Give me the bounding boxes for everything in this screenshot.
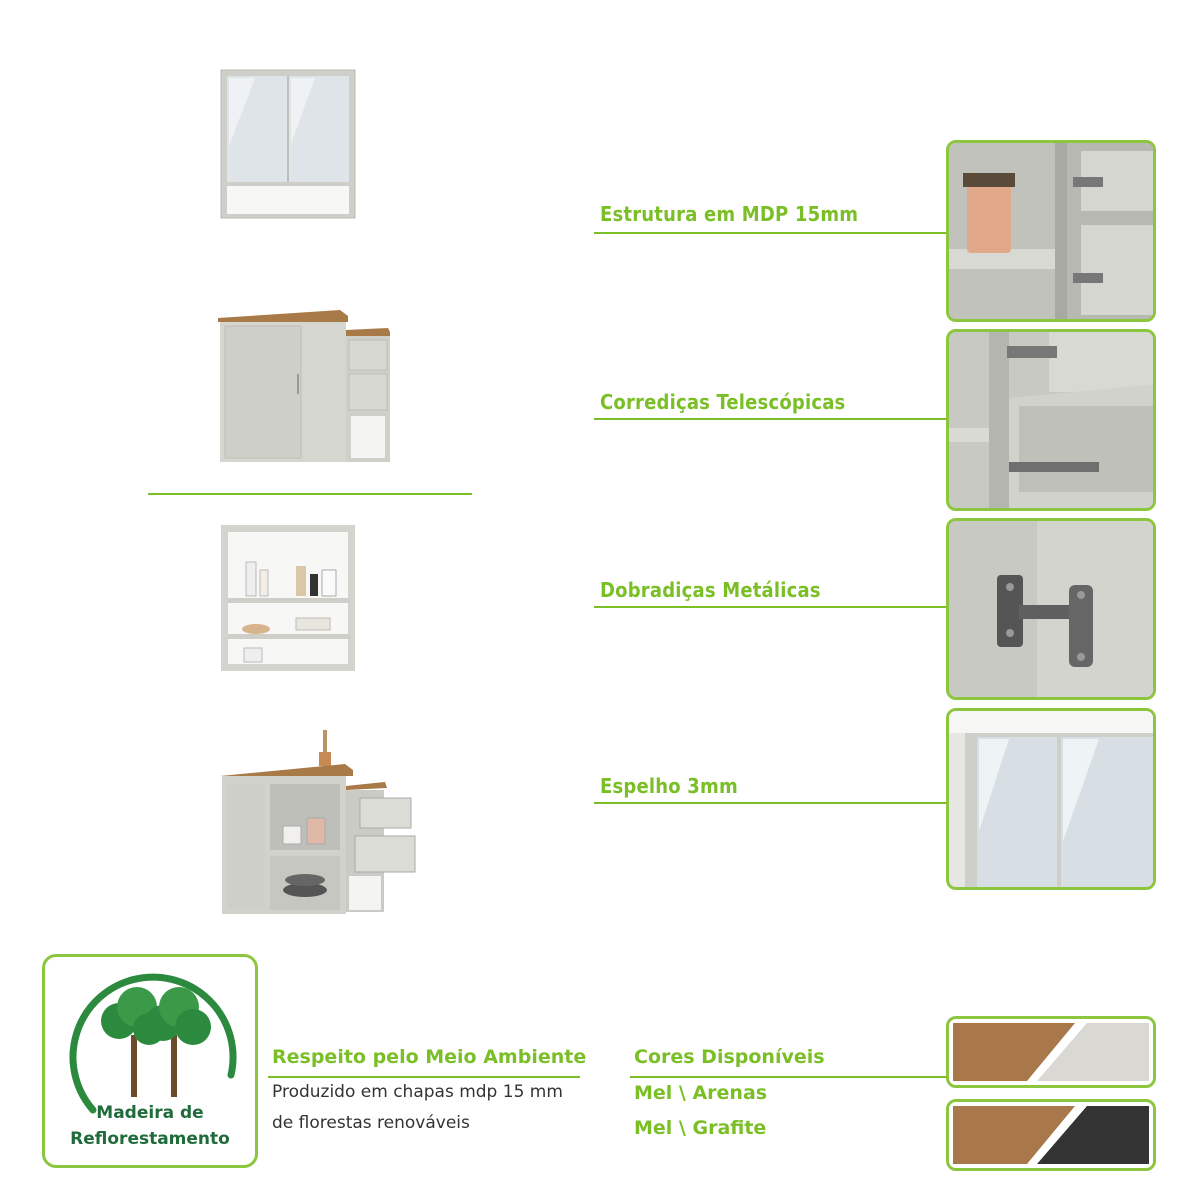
badge-line-1: Madeira de xyxy=(96,1103,204,1123)
feature-label-mdp: Estrutura em MDP 15mm xyxy=(600,202,859,226)
environment-line-2: de florestas renováveis xyxy=(272,1113,470,1133)
feature-line-slides xyxy=(594,418,948,420)
trees-icon xyxy=(69,973,237,1114)
swatch-mel-grafite xyxy=(946,1099,1156,1171)
detail-photo-mdp xyxy=(946,140,1156,322)
environment-line-1: Produzido em chapas mdp 15 mm xyxy=(272,1082,563,1102)
color-option-2: Mel \ Grafite xyxy=(634,1117,767,1139)
vanity-open-shelves-image xyxy=(220,730,416,914)
detail-photo-hinges xyxy=(946,518,1156,700)
feature-line-hinges xyxy=(594,606,948,608)
reforestation-badge: Madeira de Reflorestamento xyxy=(42,954,258,1168)
feature-line-mdp xyxy=(594,232,948,234)
swatch-mel-arenas xyxy=(946,1016,1156,1088)
colors-line xyxy=(630,1076,948,1078)
environment-title: Respeito pelo Meio Ambiente xyxy=(272,1046,587,1068)
detail-photo-slides xyxy=(946,329,1156,511)
color-option-1: Mel \ Arenas xyxy=(634,1082,768,1104)
left-divider-line xyxy=(148,493,472,495)
badge-line-2: Reflorestamento xyxy=(70,1129,230,1149)
colors-title: Cores Disponíveis xyxy=(634,1046,825,1068)
environment-line xyxy=(268,1076,580,1078)
detail-photo-mirror xyxy=(946,708,1156,890)
feature-label-slides: Corrediças Telescópicas xyxy=(600,390,846,414)
vanity-cabinet-image xyxy=(218,310,390,462)
open-shelf-cabinet-image xyxy=(221,525,355,671)
feature-label-mirror: Espelho 3mm xyxy=(600,774,738,798)
mirror-cabinet-image xyxy=(220,69,356,219)
feature-line-mirror xyxy=(594,802,948,804)
feature-label-hinges: Dobradiças Metálicas xyxy=(600,578,821,602)
